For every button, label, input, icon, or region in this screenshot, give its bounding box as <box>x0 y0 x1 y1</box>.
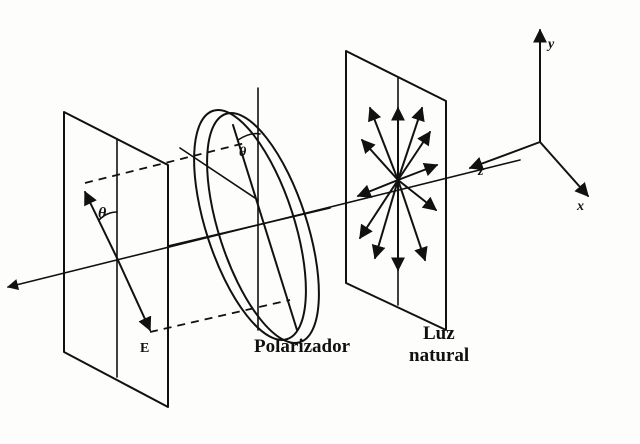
polarizer-transmission-axis <box>232 124 298 331</box>
dashed-bottom <box>149 299 291 333</box>
natural-light-label-line2: natural <box>409 345 469 366</box>
theta-arc-left <box>98 211 118 221</box>
theta-arc-polarizer <box>237 132 261 141</box>
x-axis-label: x <box>576 199 584 214</box>
z-axis <box>468 141 541 171</box>
x-axis <box>539 141 589 198</box>
polarizer-reference-line <box>167 207 331 247</box>
natural-light-label-line1: Luz <box>423 323 455 344</box>
theta-polarizer-label: θ <box>239 145 247 160</box>
e-vector-down <box>116 257 152 332</box>
polarizer-disk <box>193 87 320 344</box>
coordinate-axes <box>468 28 589 198</box>
theta-left-label: θ <box>98 205 107 222</box>
polarizer-label: Polarizador <box>254 336 351 357</box>
natural-light-rays <box>356 106 439 272</box>
diagonal-guide <box>179 147 259 201</box>
e-vector-label: E <box>140 341 149 356</box>
z-axis-label: z <box>477 164 484 179</box>
y-axis-label: y <box>546 37 555 52</box>
e-vector-up <box>84 190 118 259</box>
